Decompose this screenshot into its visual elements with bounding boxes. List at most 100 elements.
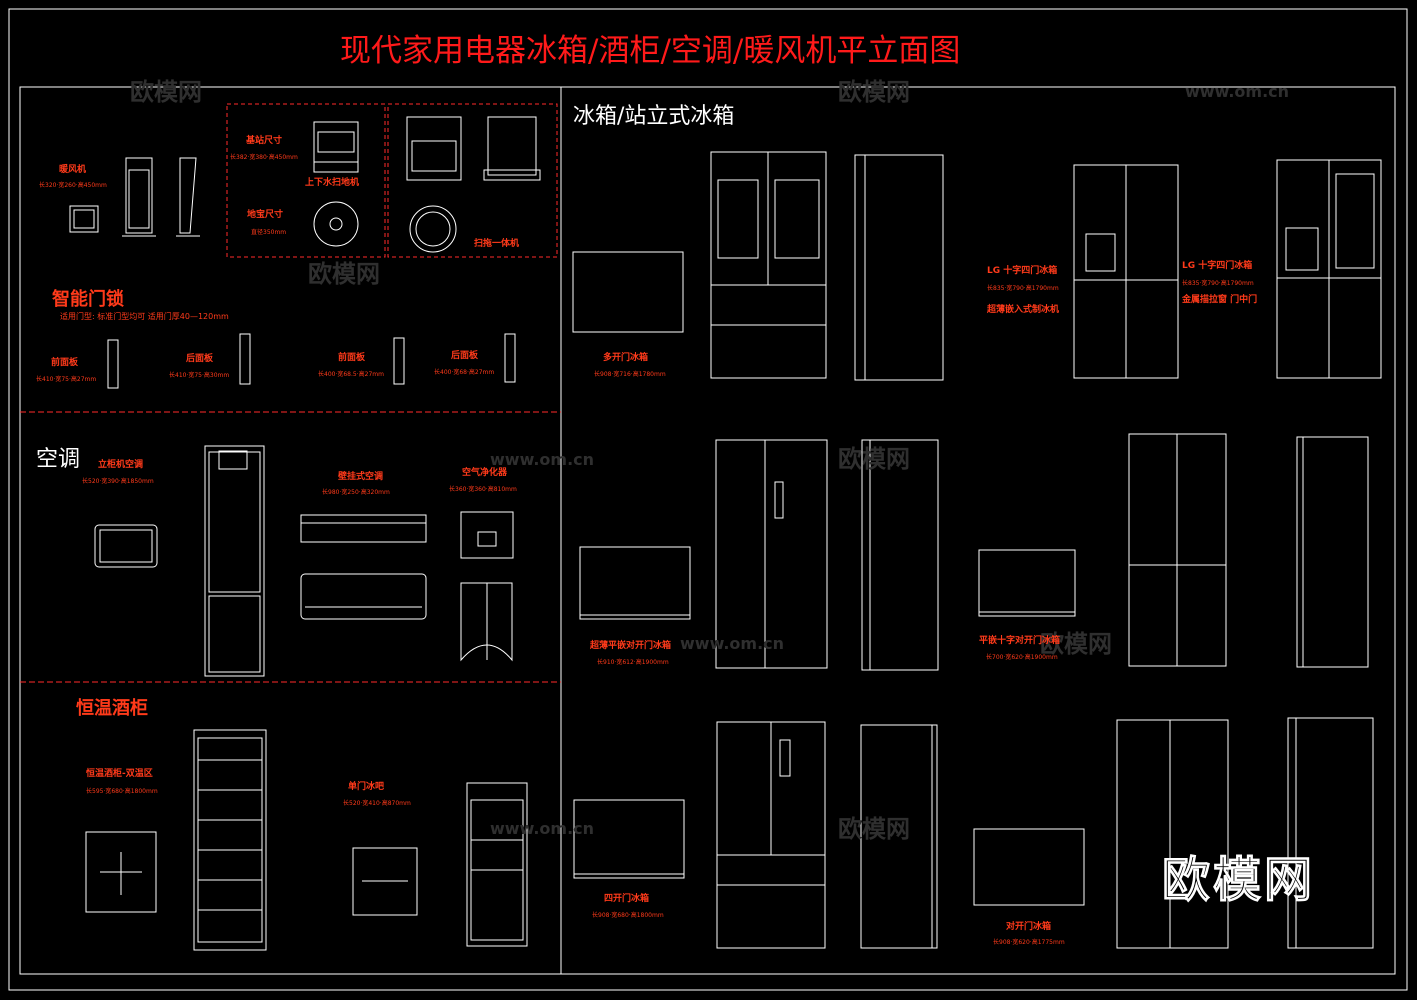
dim-wine-dual: 长595·宽680·高1800mm: [86, 788, 158, 795]
fridge-flat-cross-plan: [978, 549, 1076, 617]
ac-wall-front: [300, 514, 427, 543]
label-air-purifier: 空气净化器: [462, 468, 508, 478]
watermark-brand: 欧模网: [838, 78, 910, 106]
dim-fridge-four: 长908·宽680·高1800mm: [592, 912, 664, 919]
fridge-four-plan: [573, 799, 685, 879]
label-lock-back2: 后面板: [451, 351, 479, 361]
lock-3: [393, 337, 405, 385]
fridge-multi-side: [854, 154, 944, 381]
dim-lock-front1: 长410·宽75·高27mm: [36, 376, 97, 383]
section-lock: 智能门锁: [52, 289, 124, 310]
air-purifier-front: [460, 582, 513, 662]
dim-ac-stand: 长520·宽390·高1850mm: [82, 478, 154, 485]
wine-dual-front: [193, 729, 267, 951]
note-lg-cross: 超薄嵌入式制冰机: [987, 305, 1060, 315]
fridge-four-side: [860, 724, 938, 949]
robot-round-2: [409, 205, 457, 253]
heater-front: [122, 157, 156, 237]
label-fridge-sbs: 对开门冰箱: [1006, 922, 1052, 932]
fridge-flat-cross-front: [1128, 433, 1227, 667]
dim-lock-back2: 长400·宽68·高27mm: [434, 369, 495, 376]
robot-round-1: [313, 201, 359, 247]
dim-fridge-flat-cross: 长700·宽620·高1900mm: [986, 654, 1058, 661]
robot-base: [313, 121, 359, 173]
label-robot-size: 地宝尺寸: [247, 210, 284, 220]
section-aircon: 空调: [36, 447, 81, 472]
watermark-logo: 欧模网: [1161, 852, 1316, 908]
single-bar-plan: [352, 847, 418, 916]
watermark-brand: 欧模网: [838, 445, 910, 473]
watermark-url: www.om.cn: [680, 634, 785, 653]
ac-stand-plan: [94, 524, 158, 568]
fridge-multi-front: [710, 151, 827, 379]
watermark-brand: 欧模网: [130, 78, 202, 106]
label-ac-stand: 立柜机空调: [98, 460, 144, 470]
fridge-sbs-flat-side: [861, 439, 939, 671]
section-fridge: 冰箱/站立式冰箱: [573, 104, 735, 129]
robot-combo-front: [406, 116, 462, 181]
robot-box-1: [226, 103, 386, 258]
label-fridge-four: 四开门冰箱: [604, 894, 650, 904]
label-fridge-sbs-flat: 超薄平嵌对开门冰箱: [590, 641, 672, 651]
lg-cross2-front: [1276, 159, 1382, 379]
watermark-url: www.om.cn: [490, 450, 595, 469]
lock-2: [239, 333, 251, 385]
inner-frame: [19, 86, 1396, 975]
label-fridge-flat-cross: 平嵌十字对开门冰箱: [979, 636, 1061, 646]
section-wine: 恒温酒柜: [76, 698, 148, 719]
wine-plan: [85, 831, 157, 913]
fridge-four-front: [716, 721, 826, 949]
dim-robot: 直径350mm: [251, 229, 287, 236]
robot-box-2: [387, 103, 558, 258]
dim-fridge-sbs: 长908·宽620·高1775mm: [993, 939, 1065, 946]
label-robot-updown: 上下水扫地机: [305, 178, 360, 188]
dim-fridge-multi: 长908·宽716·高1780mm: [594, 371, 666, 378]
fridge-multi-plan: [572, 251, 684, 333]
dim-single-bar: 长520·宽410·高870mm: [343, 800, 411, 807]
watermark-brand: 欧模网: [838, 815, 910, 843]
label-lock-front1: 前面板: [51, 358, 79, 368]
fridge-sbs-flat-plan: [579, 546, 691, 620]
fridge-sbs-front: [1116, 719, 1229, 949]
dim-heater: 长320·宽260·高450mm: [39, 182, 107, 189]
label-base-size: 基站尺寸: [246, 136, 283, 146]
dim-lg-cross2: 长835·宽790·高1790mm: [1182, 280, 1254, 287]
watermark-brand: 欧模网: [308, 260, 380, 288]
robot-combo-side: [483, 116, 541, 181]
fridge-sbs-flat-front: [715, 439, 828, 669]
fridge-sbs-side: [1287, 717, 1374, 949]
label-robot-combo: 扫拖一体机: [474, 239, 520, 249]
air-purifier-plan: [460, 511, 514, 559]
watermark-brand: 欧模网: [1040, 630, 1112, 658]
label-single-bar: 单门冰吧: [348, 782, 385, 792]
label-fridge-multi: 多开门冰箱: [603, 353, 649, 363]
dim-ac-wall: 长980·宽250·高320mm: [322, 489, 390, 496]
dim-lock-back: 长410·宽75·高30mm: [169, 372, 230, 379]
label-lock-back: 后面板: [186, 354, 214, 364]
lock-note: 适用门型: 标准门型均可 适用门厚40—120mm: [60, 312, 229, 321]
lock-1: [107, 339, 119, 389]
watermark-url: www.om.cn: [490, 819, 595, 838]
lock-4: [504, 333, 516, 383]
dim-lock-front2: 长400·宽68.5·高27mm: [318, 371, 384, 378]
label-wine-dual: 恒温酒柜-双温区: [86, 769, 153, 779]
label-lock-front2: 前面板: [338, 353, 366, 363]
label-ac-wall: 壁挂式空调: [338, 472, 384, 482]
label-lg-cross2: LG 十字四门冰箱: [1182, 261, 1253, 271]
dim-fridge-sbs-flat: 长910·宽612·高1900mm: [597, 659, 669, 666]
ac-stand-front: [204, 445, 265, 677]
outer-frame: [8, 8, 1408, 991]
watermark-url: www.om.cn: [1185, 82, 1290, 101]
fridge-sbs-plan: [973, 828, 1085, 906]
page-title: 现代家用电器冰箱/酒柜/空调/暖风机平立面图: [340, 33, 961, 69]
heater-side: [176, 157, 200, 237]
single-bar-front: [466, 782, 528, 947]
ac-wall-unit: [300, 573, 427, 620]
label-lg-cross: LG 十字四门冰箱: [987, 266, 1058, 276]
heater-plan: [69, 205, 99, 233]
dim-base: 长382·宽380·高450mm: [230, 154, 298, 161]
lg-cross-front: [1073, 164, 1179, 379]
fridge-flat-cross-side: [1296, 436, 1369, 668]
dim-lg-cross: 长835·宽790·高1790mm: [987, 285, 1059, 292]
